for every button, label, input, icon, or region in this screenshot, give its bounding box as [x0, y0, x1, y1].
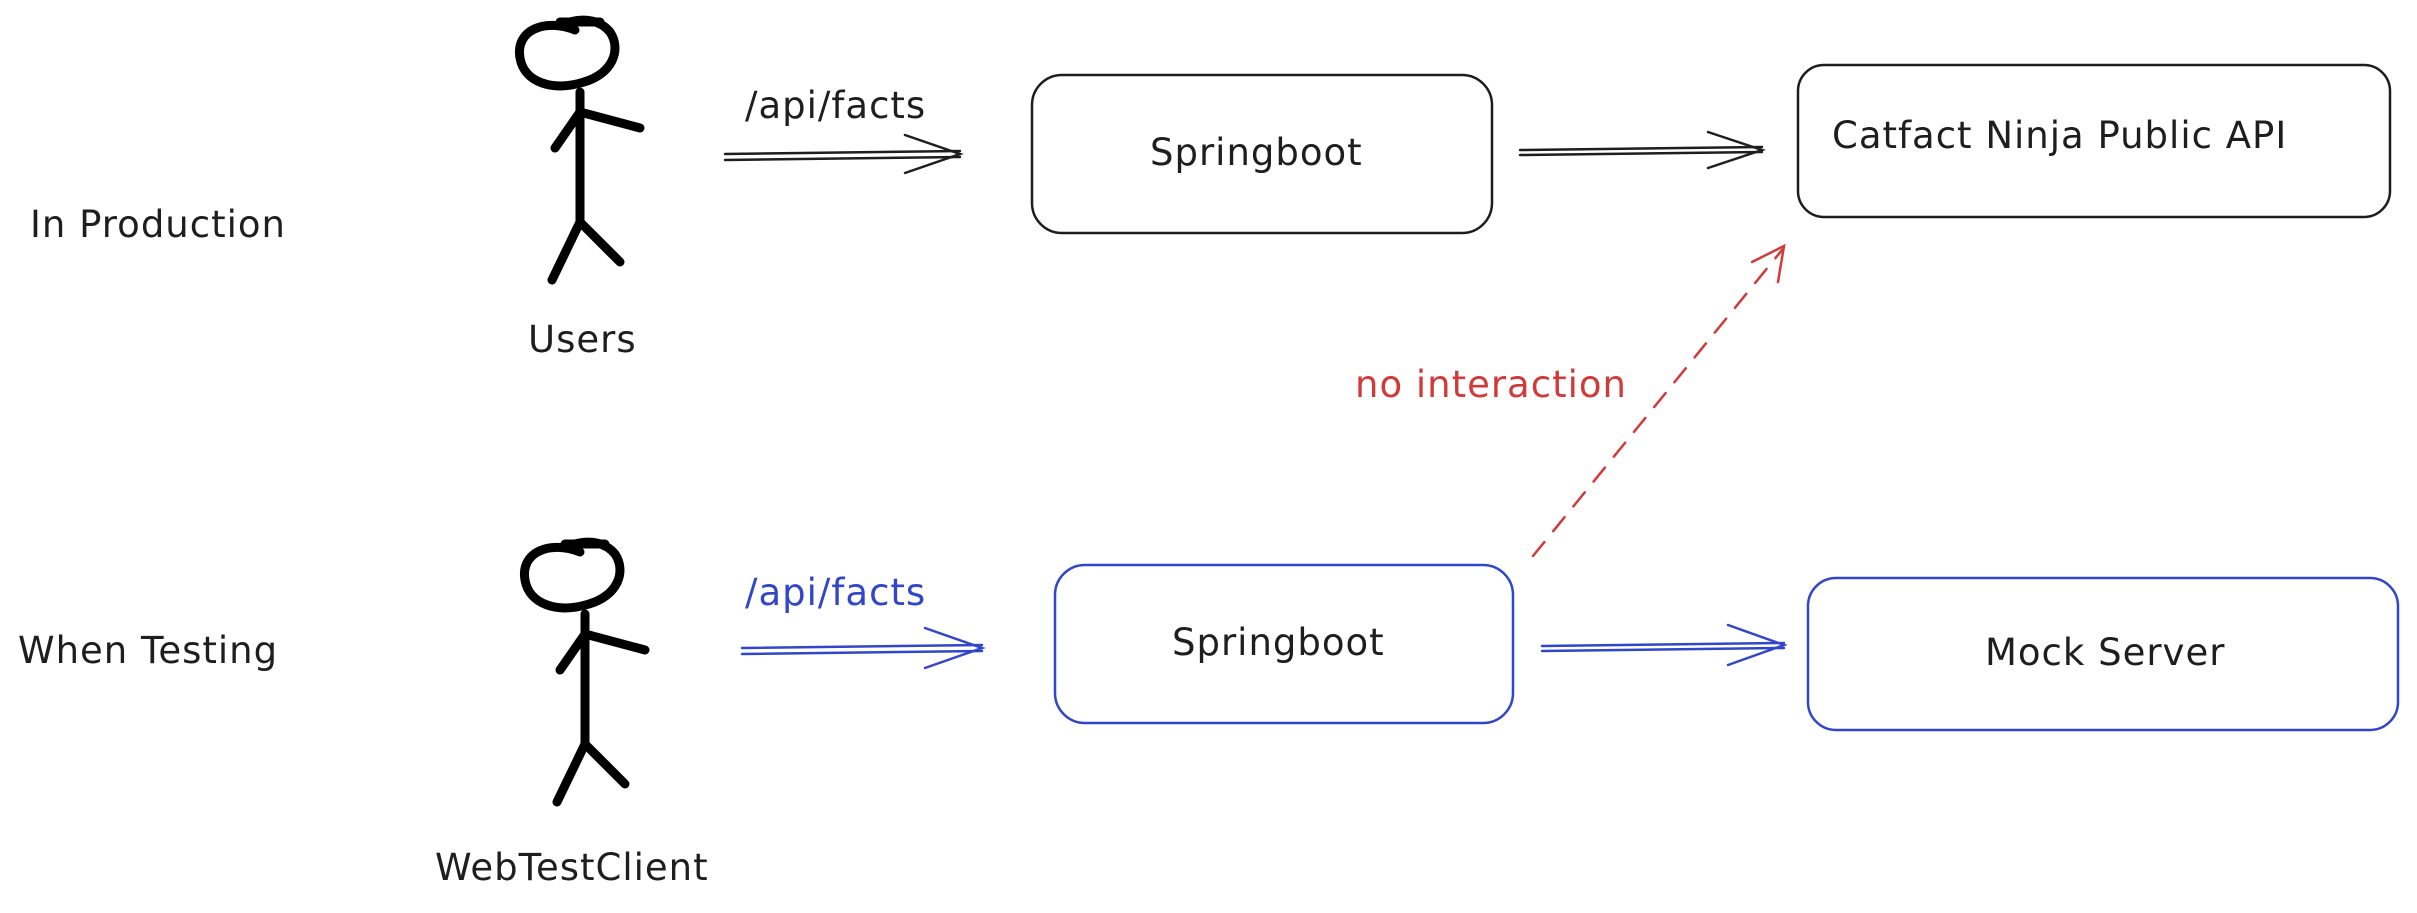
production-springboot-box	[1030, 73, 1494, 235]
testing-springboot-label: Springboot	[1172, 621, 1385, 664]
edge-label-testing-request: /api/facts	[745, 571, 926, 614]
webtestclient-stick-figure-icon	[520, 537, 650, 807]
testing-request-arrow	[740, 626, 986, 670]
production-external-arrow	[1518, 130, 1766, 170]
actor-label-users: Users	[528, 318, 637, 361]
mock-server-box	[1806, 576, 2400, 732]
edge-label-production-request: /api/facts	[745, 84, 926, 127]
testing-springboot-box	[1053, 563, 1515, 725]
actor-label-webtestclient: WebTestClient	[435, 846, 709, 889]
testing-external-arrow	[1540, 623, 1788, 667]
mock-server-label: Mock Server	[1985, 631, 2225, 674]
users-stick-figure-icon	[515, 15, 645, 285]
catfact-ninja-api-label: Catfact Ninja Public API	[1832, 114, 2287, 157]
edge-label-no-interaction: no interaction	[1355, 363, 1627, 406]
catfact-ninja-api-box	[1796, 63, 2392, 219]
no-interaction-dashed-arrow	[1531, 243, 1786, 558]
row-label-production: In Production	[30, 203, 286, 246]
production-springboot-label: Springboot	[1150, 131, 1363, 174]
production-request-arrow	[723, 133, 964, 175]
row-label-testing: When Testing	[18, 629, 278, 672]
